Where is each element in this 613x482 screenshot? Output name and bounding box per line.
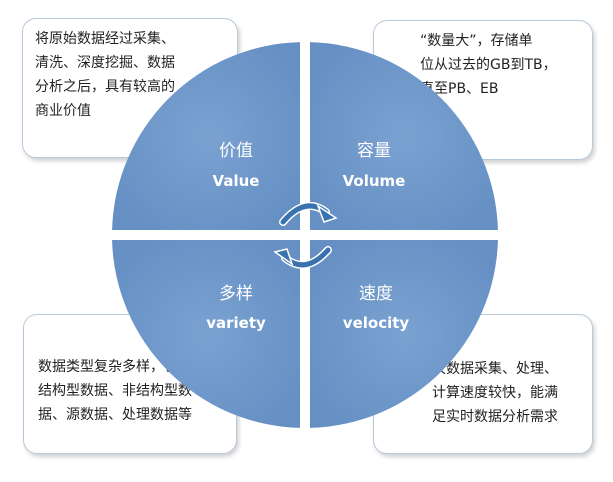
callout-line: 数据类型复杂多样，包括 [38, 359, 192, 375]
callout-line: 足实时数据分析需求 [432, 409, 558, 425]
callout-line: “数量大”，存储单 [420, 33, 533, 49]
quadrant-variety [112, 240, 300, 428]
callout-line: 计算速度较快，能满 [432, 385, 558, 401]
quadrant-title-variety: 多样 [219, 284, 253, 304]
quadrant-volume [310, 42, 498, 230]
quadrant-subtitle-variety: variety [206, 314, 266, 332]
callout-line: 结构型数据、非结构型数 [38, 383, 192, 399]
callout-line: 商业价值 [35, 103, 91, 119]
quadrant-title-volume: 容量 [357, 141, 391, 161]
quadrant-subtitle-volume: Volume [343, 172, 406, 190]
callout-line: 分析之后，具有较高的 [35, 79, 175, 95]
quadrant-title-value: 价值 [219, 141, 253, 161]
cycle-arrows-icon [273, 201, 338, 269]
callout-line: 大数据采集、处理、 [432, 361, 558, 377]
callout-line: 位从过去的GB到TB， [420, 57, 557, 73]
quadrant-subtitle-value: Value [213, 172, 260, 190]
callout-line: 直至PB、EB [420, 81, 499, 97]
callout-line: 据、源数据、处理数据等 [38, 407, 192, 423]
quadrant-subtitle-velocity: velocity [343, 314, 410, 332]
quadrant-value [112, 42, 300, 230]
quadrant-velocity [310, 240, 498, 428]
quadrant-title-velocity: 速度 [359, 284, 393, 304]
callout-line: 清洗、深度挖掘、数据 [35, 55, 175, 71]
callout-line: 将原始数据经过采集、 [35, 31, 175, 47]
